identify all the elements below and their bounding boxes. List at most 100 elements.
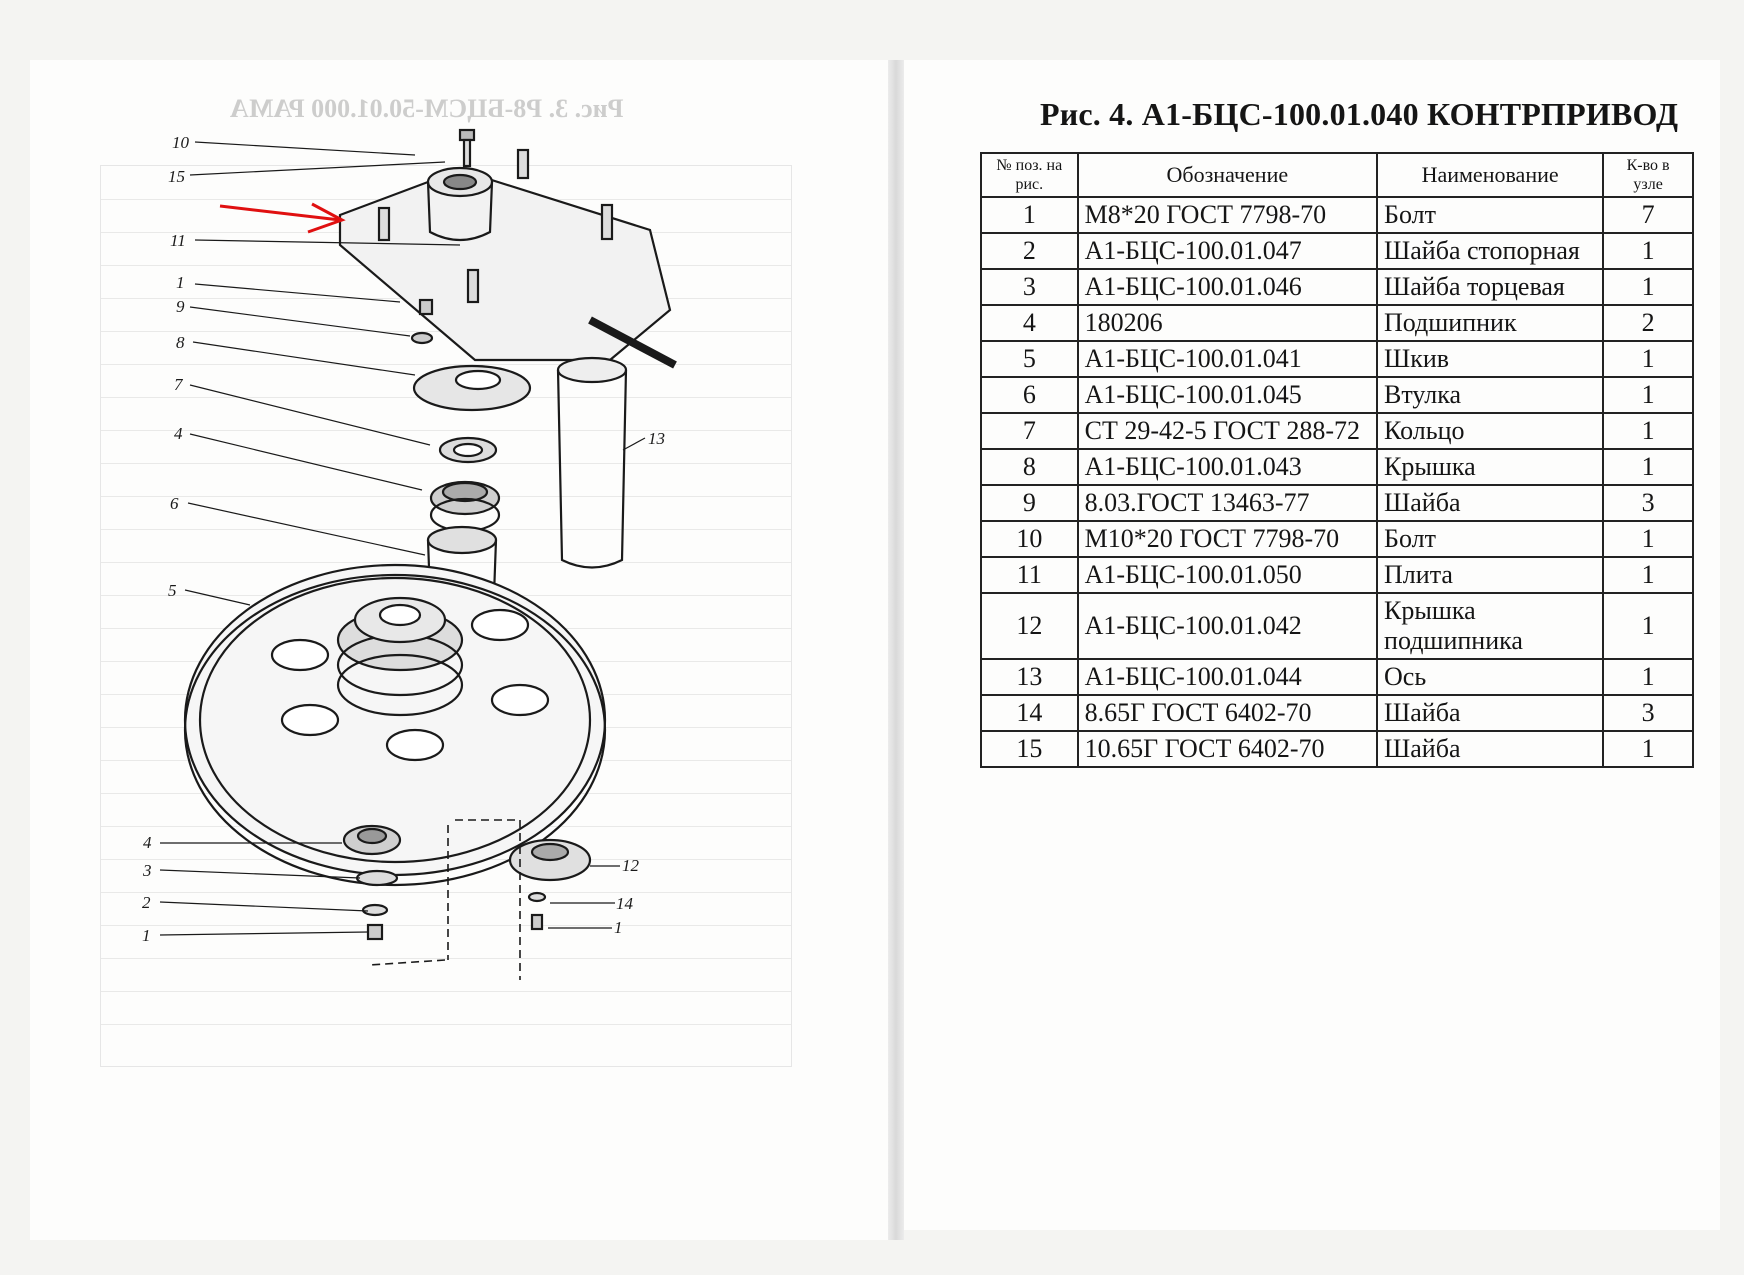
cell-num: 14 xyxy=(980,694,1079,732)
cell-qty: 7 xyxy=(1602,196,1694,234)
plate-part xyxy=(338,168,672,362)
cell-designation: 8.65Г ГОСТ 6402-70 xyxy=(1076,694,1379,732)
cell-name: Подшипник xyxy=(1376,304,1605,342)
header-name: Наименование xyxy=(1376,152,1605,198)
cell-num: 7 xyxy=(980,412,1079,450)
callout-2: 2 xyxy=(142,893,151,912)
callout-13: 13 xyxy=(648,429,665,448)
callout-9: 9 xyxy=(176,297,185,316)
callout-15: 15 xyxy=(168,167,185,186)
header-num: № поз. на рис. xyxy=(980,152,1079,198)
cell-name: Ось xyxy=(1376,658,1605,696)
cell-num: 11 xyxy=(980,556,1079,594)
cell-qty: 1 xyxy=(1602,376,1694,414)
cell-qty: 1 xyxy=(1602,520,1694,558)
callout-4: 4 xyxy=(174,424,183,443)
bleed-line xyxy=(101,1024,791,1025)
red-arrow-annotation xyxy=(219,202,346,234)
cell-num: 15 xyxy=(980,730,1079,768)
cell-designation: 180206 xyxy=(1076,304,1379,342)
cell-name: Шайба xyxy=(1376,484,1605,522)
cell-qty: 1 xyxy=(1602,658,1694,696)
cell-designation: А1-БЦС-100.01.042 xyxy=(1076,592,1379,660)
cell-designation: А1-БЦС-100.01.050 xyxy=(1076,556,1379,594)
cell-name: Шайба торцевая xyxy=(1376,268,1605,306)
cell-designation: А1-БЦС-100.01.043 xyxy=(1076,448,1379,486)
cell-name: Крышка xyxy=(1376,448,1605,486)
bleed-line xyxy=(101,562,791,563)
table-header-row: № поз. на рис. Обозначение Наименование … xyxy=(980,152,1694,198)
bleed-line xyxy=(101,925,791,926)
cell-num: 13 xyxy=(980,658,1079,696)
cell-designation: СТ 29-42-5 ГОСТ 288-72 xyxy=(1076,412,1379,450)
callout-14: 14 xyxy=(616,894,634,913)
header-designation: Обозначение xyxy=(1076,152,1379,198)
cell-num: 12 xyxy=(980,592,1079,660)
cell-qty: 1 xyxy=(1602,412,1694,450)
cell-name: Шайба xyxy=(1376,694,1605,732)
cell-designation: М8*20 ГОСТ 7798-70 xyxy=(1076,196,1379,234)
cell-name: Шайба xyxy=(1376,730,1605,768)
callout-4b: 4 xyxy=(143,833,152,852)
cell-num: 4 xyxy=(980,304,1079,342)
cell-name: Болт xyxy=(1376,520,1605,558)
cell-qty: 3 xyxy=(1602,484,1694,522)
cell-designation: А1-БЦС-100.01.045 xyxy=(1076,376,1379,414)
cell-num: 9 xyxy=(980,484,1079,522)
cell-qty: 1 xyxy=(1602,268,1694,306)
cell-designation: А1-БЦС-100.01.046 xyxy=(1076,268,1379,306)
cell-designation: А1-БЦС-100.01.041 xyxy=(1076,340,1379,378)
cell-designation: А1-БЦС-100.01.044 xyxy=(1076,658,1379,696)
cell-designation: 10.65Г ГОСТ 6402-70 xyxy=(1076,730,1379,768)
cell-num: 3 xyxy=(980,268,1079,306)
parts-table: № поз. на рис. Обозначение Наименование … xyxy=(980,152,1694,768)
bleed-line xyxy=(101,892,791,893)
cell-qty: 2 xyxy=(1602,304,1694,342)
cell-num: 6 xyxy=(980,376,1079,414)
callout-1b: 1 xyxy=(142,926,151,945)
callout-1: 1 xyxy=(176,273,185,292)
bleed-line xyxy=(101,463,791,464)
cell-qty: 1 xyxy=(1602,448,1694,486)
bleed-line xyxy=(101,364,791,365)
cell-qty: 1 xyxy=(1602,730,1694,768)
cell-num: 10 xyxy=(980,520,1079,558)
cell-designation: М10*20 ГОСТ 7798-70 xyxy=(1076,520,1379,558)
book-spine xyxy=(888,60,904,1240)
callout-1c: 1 xyxy=(614,918,623,937)
cell-name: Крышка подшипника xyxy=(1376,592,1605,660)
callout-7: 7 xyxy=(174,375,184,394)
cell-qty: 1 xyxy=(1602,340,1694,378)
cell-qty: 1 xyxy=(1602,232,1694,270)
cell-name: Плита xyxy=(1376,556,1605,594)
cell-qty: 1 xyxy=(1602,592,1694,660)
cell-qty: 3 xyxy=(1602,694,1694,732)
callout-8: 8 xyxy=(176,333,185,352)
callout-5: 5 xyxy=(168,581,177,600)
bleed-line xyxy=(101,430,791,431)
cell-num: 5 xyxy=(980,340,1079,378)
callout-12: 12 xyxy=(622,856,640,875)
cell-designation: А1-БЦС-100.01.047 xyxy=(1076,232,1379,270)
cell-qty: 1 xyxy=(1602,556,1694,594)
cell-name: Кольцо xyxy=(1376,412,1605,450)
cell-name: Шкив xyxy=(1376,340,1605,378)
cell-designation: 8.03.ГОСТ 13463-77 xyxy=(1076,484,1379,522)
figure-title: Рис. 4. А1-БЦС-100.01.040 КОНТРПРИВОД xyxy=(1040,96,1679,132)
exploded-drawing: 10 15 11 1 9 8 7 4 6 5 13 4 3 2 1 12 14 … xyxy=(142,128,677,980)
cell-name: Шайба стопорная xyxy=(1376,232,1605,270)
cell-name: Втулка xyxy=(1376,376,1605,414)
header-qty: К-во в узле xyxy=(1602,152,1694,198)
